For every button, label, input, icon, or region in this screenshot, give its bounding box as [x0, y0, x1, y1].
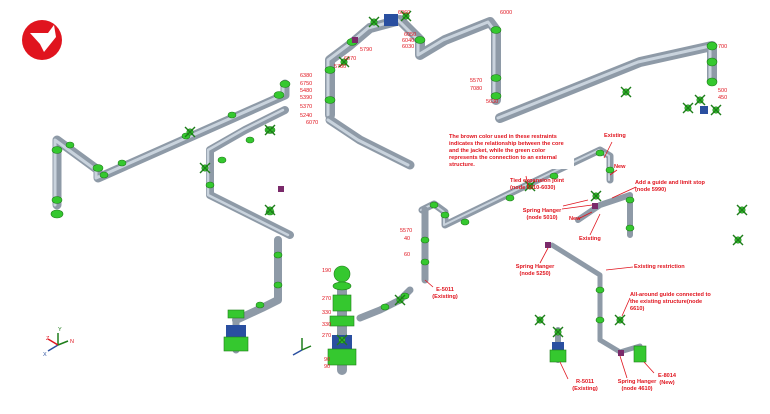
node-number: 700 [718, 44, 727, 50]
callout-existing-top: Existing [604, 133, 626, 139]
pipe-model-middle [292, 10, 502, 375]
axis-x-label: X [43, 352, 47, 358]
node-number: 6050 [404, 32, 416, 38]
pipe-model-left [50, 79, 294, 354]
node-number: 500 [718, 88, 727, 94]
node-number: 450 [718, 95, 727, 101]
node-number: 6040 [402, 38, 414, 44]
callout-spring-hanger-5250: Spring Hanger (node 5250) [515, 264, 555, 277]
callout-e8014: E-8014 (New) [657, 373, 677, 386]
node-numbers-center: 5570 40 60 [400, 228, 412, 258]
node-number: 6070 [344, 56, 356, 62]
company-logo-icon [22, 20, 62, 60]
node-number: 6030 [402, 44, 414, 50]
axis-triad-icon: Z Y X N [43, 327, 74, 358]
node-number: 190 [322, 268, 331, 274]
axis-n-label: N [70, 339, 74, 345]
callout-new-top: New [614, 164, 626, 170]
node-number: 270 [322, 296, 331, 302]
axis-y-label: Y [58, 327, 62, 333]
node-number: 6000 [500, 10, 512, 16]
node-number: 5390 [300, 95, 312, 101]
callout-brown-note: The brown color used in these restraints… [449, 134, 574, 169]
node-number: 7080 [470, 86, 482, 92]
node-numbers-lower-left: 190 270 330 330 270 90 90 [322, 268, 331, 370]
callout-existing-mid: Existing [579, 236, 601, 242]
node-number: 330 [322, 310, 331, 316]
node-number: 5570 [470, 78, 482, 84]
axis-z-label: Z [46, 336, 50, 342]
node-numbers-top: 6000 6030 6040 6050 6070 6060 5790 5780 [334, 10, 512, 70]
node-number: 5630 [486, 99, 498, 105]
callout-guide-limit: Add a guide and limit stop (node 5990) [635, 180, 705, 193]
pipe-model-annotated [418, 146, 748, 363]
node-number: 5780 [334, 64, 346, 70]
node-number: 60 [404, 252, 410, 258]
node-number: 6380 [300, 73, 312, 79]
callout-e5011: E-5011 (Existing) [432, 287, 458, 300]
callout-new-mid: New [569, 216, 581, 222]
node-number: 5790 [360, 47, 372, 53]
callout-r5011: R-5011 (Existing) [572, 379, 598, 392]
node-number: 330 [322, 322, 331, 328]
node-numbers-right: 5570 7080 5630 [470, 78, 498, 105]
node-number: 5570 [400, 228, 412, 234]
callout-expansion-joint: Tied expansion joint (node 6010-6030) [510, 178, 564, 191]
node-number: 5370 [300, 104, 312, 110]
node-number: 6070 [306, 120, 318, 126]
node-number: 5480 [300, 88, 312, 94]
node-number: 6750 [300, 81, 312, 87]
node-numbers-left: 6380 6750 5480 5390 5370 5240 6070 [300, 73, 318, 126]
callout-spring-hanger-4610: Spring Hanger (node 4610) [617, 379, 657, 392]
callout-existing-restriction: Existing restriction [634, 264, 685, 270]
callout-spring-hanger-5010: Spring Hanger (node 5010) [522, 208, 562, 221]
node-number: 5240 [300, 113, 312, 119]
pipe-model-upper-right: 700 500 450 [495, 41, 727, 123]
node-number: 90 [324, 364, 330, 370]
node-number: 40 [404, 236, 410, 242]
callout-all-around-guide: All-around guide connected to the existi… [630, 292, 711, 312]
callout-leaders [424, 141, 655, 380]
node-number: 270 [322, 333, 331, 339]
node-number: 90 [324, 357, 330, 363]
node-number: 6060 [398, 10, 410, 16]
